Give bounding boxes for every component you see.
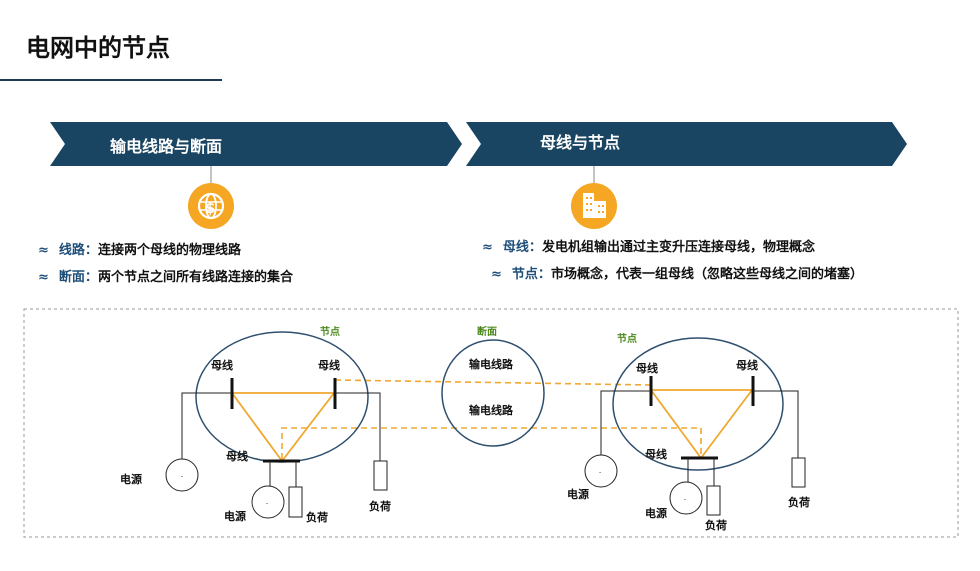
globe-dollar-icon: $ [188,183,234,229]
left-load-1-label: 负荷 [369,499,391,513]
section-line-top [334,379,652,386]
right-source-2 [669,481,703,515]
section-label: 断面 [477,325,497,338]
bullet-mark: ≈ [491,267,502,282]
right-load-1 [791,457,806,488]
bullet-key: 母线 [502,240,529,255]
right-node-circle [612,337,784,471]
bullet-text: 两个节点之间所有线路连接的集合 [97,270,293,285]
section-line-bottom [281,427,702,459]
right-node-label: 节点 [617,332,637,345]
bullet-line: ≈ 线路：连接两个母线的物理线路 [38,239,241,258]
left-bus-1-label: 母线 [211,358,233,372]
svg-text:-: - [266,500,268,507]
bullet-sep: ： [528,240,542,255]
banner-strip: $ [50,122,907,229]
bullet-sep: ： [537,267,551,282]
building-icon [571,183,617,229]
left-node-label: 节点 [320,325,340,338]
right-source-1 [584,454,618,488]
bullet-key: 线路 [58,243,85,258]
bullet-text: 市场概念，代表一组母线（忽略这些母线之间的堵塞） [550,267,863,282]
right-feeder-2 [753,390,799,458]
bullet-bus: ≈ 母线：发电机组输出通过主变升压连接母线，物理概念 [482,236,815,255]
bullet-sep: ： [84,270,98,285]
bullet-mark: ≈ [482,240,493,255]
bullet-mark: ≈ [38,243,49,258]
banner-right-label: 母线与节点 [540,133,621,152]
left-load-2 [288,486,303,518]
left-source-1 [165,458,199,492]
right-bus-3-label: 母线 [645,447,667,461]
section-circle [441,339,545,447]
right-source-1-label: 电源 [567,487,589,501]
bullet-section: ≈ 断面：两个节点之间所有线路连接的集合 [38,266,293,285]
svg-text:-: - [181,473,183,480]
section-line-2-label: 输电线路 [469,403,514,417]
right-bus-1-label: 母线 [636,361,658,375]
right-load-2 [706,485,721,516]
right-bus-2-label: 母线 [736,358,758,372]
left-feeder-1 [181,392,232,459]
left-bus-3-label: 母线 [226,449,248,463]
svg-text:-: - [684,496,686,503]
left-node-circle [195,331,369,463]
svg-text:$: $ [205,199,215,217]
bullet-key: 节点 [511,267,538,282]
left-source-1-label: 电源 [120,472,142,486]
left-load-1 [373,460,388,491]
right-source-2-label: 电源 [645,506,667,520]
banner-left-label: 输电线路与断面 [110,137,223,156]
title-underline [0,79,222,81]
right-feeder-1 [600,390,651,455]
bullet-text: 连接两个母线的物理线路 [97,243,241,258]
left-source-2 [251,485,285,519]
bullet-sep: ： [84,243,98,258]
diagram-frame [23,308,959,538]
banner-left-shape [50,122,462,166]
bullet-node: ≈ 节点：市场概念，代表一组母线（忽略这些母线之间的堵塞） [491,263,863,282]
bullet-key: 断面 [58,270,85,285]
left-bus-2-label: 母线 [318,358,340,372]
right-load-2-label: 负荷 [705,518,727,532]
right-node-triangle [649,389,754,460]
left-feeder-2 [335,392,381,461]
right-load-1-label: 负荷 [788,495,810,509]
section-line-1-label: 输电线路 [469,357,514,371]
bullet-text: 发电机组输出通过主变升压连接母线，物理概念 [541,240,815,255]
left-load-2-label: 负荷 [306,510,328,524]
svg-text:-: - [599,469,601,476]
page-title: 电网中的节点 [26,34,170,62]
banner-right-shape [466,122,907,166]
left-node-triangle [230,392,336,463]
bullet-mark: ≈ [38,270,49,285]
left-source-2-label: 电源 [224,509,246,523]
